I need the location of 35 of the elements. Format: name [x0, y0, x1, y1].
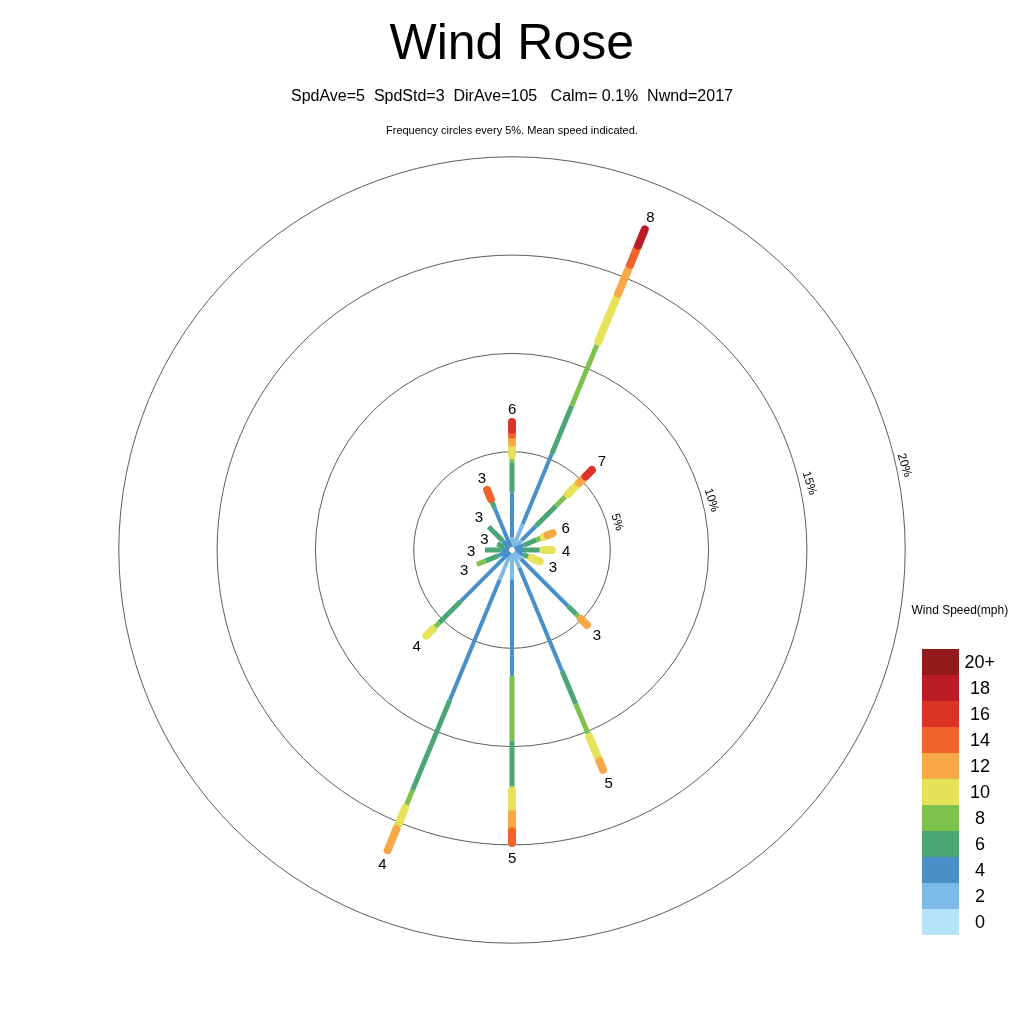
mean-speed-label: 3 [474, 509, 484, 525]
mean-speed-label: 4 [378, 855, 387, 871]
legend-label: 8 [975, 809, 985, 827]
legend-label: 6 [975, 835, 985, 853]
mean-speed-label: 3 [467, 542, 476, 558]
chart-title: Wind Rose [389, 17, 635, 67]
mean-speed-label: 3 [459, 562, 469, 578]
ring-label: 20% [895, 451, 915, 479]
legend-label: 20+ [964, 653, 996, 671]
mean-speed-label: 5 [508, 849, 517, 865]
stats-line: SpdAve=5 SpdStd=3 DirAve=105 Calm= 0.1% Nwnd=2017 [291, 88, 733, 104]
mean-speed-label: 3 [477, 469, 487, 485]
mean-speed-label: 5 [604, 775, 613, 791]
legend-label: 12 [970, 757, 991, 775]
ring-label: 10% [702, 486, 722, 514]
legend-label: 2 [975, 887, 985, 905]
legend-title: Wind Speed(mph) [911, 604, 1009, 616]
mean-speed-label: 7 [597, 452, 607, 468]
mean-speed-label: 6 [561, 520, 570, 536]
legend-label: 14 [970, 731, 991, 749]
ring-label: 15% [800, 469, 820, 497]
mean-speed-label: 8 [646, 208, 655, 224]
chart-note: Frequency circles every 5%. Mean speed indicated. [386, 124, 638, 136]
mean-speed-label: 4 [412, 637, 421, 653]
mean-speed-label: 3 [592, 627, 602, 643]
legend-label: 10 [970, 783, 991, 801]
mean-speed-label: 3 [548, 559, 557, 575]
legend-label: 4 [975, 861, 985, 879]
legend-label: 0 [975, 913, 985, 931]
mean-speed-label: 4 [562, 542, 571, 558]
legend-label: 16 [970, 705, 991, 723]
legend-label: 18 [970, 679, 991, 697]
mean-speed-label: 3 [480, 531, 489, 546]
mean-speed-label: 6 [508, 400, 517, 416]
ring-label: 5% [608, 511, 626, 533]
